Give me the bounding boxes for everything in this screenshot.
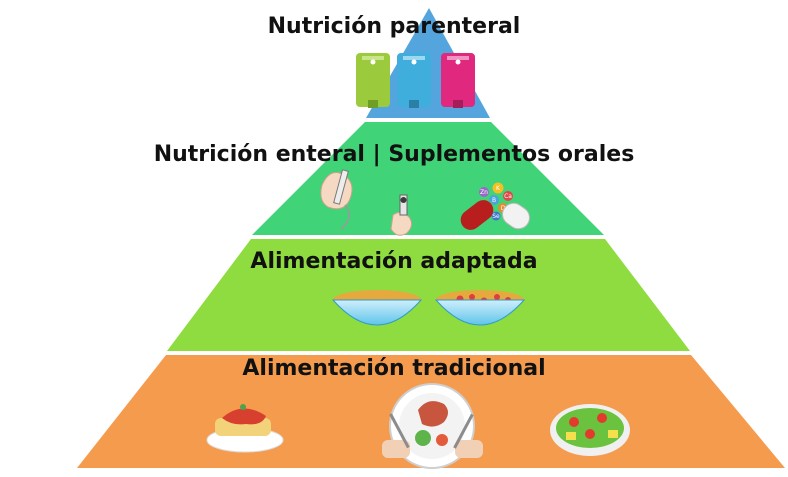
salad-plate-icon — [550, 404, 630, 456]
pink-iv-bag-icon — [441, 53, 475, 108]
tier-enteral — [252, 122, 604, 235]
vitamin-letter: Ca — [504, 193, 512, 200]
puree-bowl-with-tomato-icon — [434, 290, 526, 326]
vitamin-letter: B — [492, 197, 496, 204]
tier-label-traditional: Alimentación tradicional — [242, 356, 546, 381]
green-iv-bag-icon — [356, 53, 390, 108]
pasta-plate-icon — [206, 404, 284, 453]
tier-adapted — [167, 239, 690, 351]
capsule-icon — [460, 200, 530, 230]
vitamin-letter: K — [496, 185, 501, 192]
blue-iv-bag-icon — [397, 53, 431, 108]
meal-plate-with-cutlery-icon — [382, 383, 483, 469]
puree-bowl-icon — [331, 290, 423, 326]
feeding-tube-connector-icon — [390, 194, 413, 236]
vitamin-letter: Zn — [480, 189, 488, 196]
tier-label-enteral: Nutrición enteral | Suplementos orales — [153, 142, 635, 167]
vitamin-letter: Se — [492, 213, 500, 220]
tier-label-parenteral: Nutrición parenteral — [267, 14, 521, 39]
vitamin-letter: D — [501, 205, 506, 212]
tier-label-adapted: Alimentación adaptada — [250, 249, 538, 274]
feeding-syringe-icon — [320, 169, 353, 230]
